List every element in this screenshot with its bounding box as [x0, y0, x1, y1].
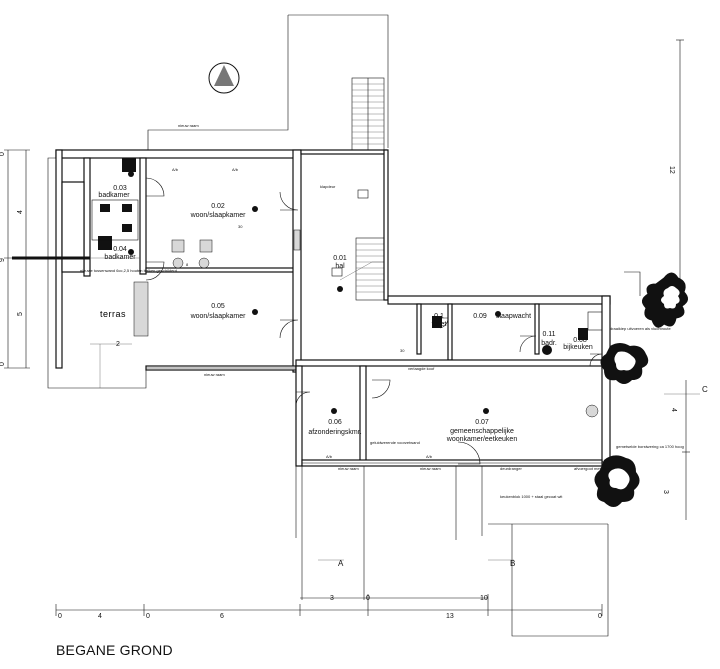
room-number-0-08: 0.08: [573, 337, 587, 344]
annotation-keukenblok: keukenblok 1000 + staal gecoat wit: [500, 494, 563, 499]
annotation-8: 8: [186, 262, 189, 267]
annotation-ab-2: A/b: [232, 167, 239, 172]
room-name-0-08: bijkeuken: [563, 344, 593, 351]
annotation-draaikiep: draaikiep uitvoeren als vluchtroute: [610, 326, 671, 331]
annotation-ab-4: A/b: [426, 454, 433, 459]
section-marker-a: A: [338, 559, 344, 568]
stair-top: [351, 77, 385, 151]
section-marker-b: B: [510, 559, 515, 568]
room-number-0-07: 0.07: [475, 419, 489, 426]
electrical-symbols: [128, 171, 501, 414]
annotation-30-1: 30: [238, 224, 243, 229]
annotation-nieuw-raam-bottom-1: nieuw raam: [338, 466, 359, 471]
room-name-0-03: badkamer: [98, 192, 130, 199]
dim-right-3: 3: [662, 490, 669, 494]
dim-right-4: 4: [670, 408, 677, 412]
room-name-0-04: badkamer: [104, 254, 136, 261]
dim-right-12: 12: [668, 166, 675, 174]
dim-left-start: 0: [0, 152, 6, 156]
room-number-0-1: 0.1: [434, 313, 444, 320]
sheet-title: BEGANE GROND: [56, 642, 173, 658]
annotation-ab-1: A/b: [172, 167, 179, 172]
annotation-nieuw-raam-bottom-2: nieuw raam: [420, 466, 441, 471]
room-number-0-05: 0.05: [211, 303, 225, 310]
dimension-lines-right: [624, 39, 690, 520]
room-number-0-11: 0.11: [542, 331, 555, 338]
dim-left-top: 4: [17, 210, 24, 214]
right-fixtures: [432, 311, 603, 418]
room-name-0-09: slaapwacht: [496, 313, 531, 320]
section-marker-c: C: [702, 385, 708, 394]
tree-icon: [594, 272, 688, 507]
annotation-deurdranger: deurdranger: [500, 466, 522, 471]
north-arrow-icon: [208, 62, 240, 94]
dim-bottom-10: 10: [480, 595, 488, 602]
bathroom-fixtures: [91, 158, 213, 269]
dim-bottom-0: 0: [58, 613, 62, 620]
dim-inner-2: 2: [116, 341, 120, 348]
context-bottom: [47, 157, 700, 637]
room-name-hal: hal: [335, 263, 345, 270]
dim-bottom-0b: 0: [146, 613, 150, 620]
room-number-0-09: 0.09: [473, 313, 487, 320]
annotation-nieuwe-tussenwand: nieuwe tussenwand 6cc,2,5 houten balken …: [80, 268, 177, 273]
room-name2-0-07: woonkamer/eetkeuken: [446, 436, 518, 443]
room-name-0-11: badr.: [541, 340, 557, 347]
annotation-geluidwerende: geluidwerende voorzetwand: [370, 440, 420, 445]
dim-bottom-0c: 0: [366, 595, 370, 602]
room-number-0-03: 0.03: [113, 185, 127, 192]
room-name-0-07: gemeenschappelijke: [450, 428, 514, 435]
room-number-0-04: 0.04: [113, 246, 127, 253]
room-name-0-05: woon/slaapkamer: [190, 313, 247, 320]
annotation-nieuw-raam-left: nieuw raam: [204, 372, 225, 377]
room-name-0-02: woon/slaapkamer: [190, 212, 247, 219]
dim-bottom-4: 4: [98, 613, 102, 620]
annotation-verlaagde-koof: verlaagde koof: [408, 366, 435, 371]
dimension-lines-bottom: [55, 594, 603, 616]
dim-left-end: 0: [0, 362, 6, 366]
dimension-lines-left: [4, 149, 140, 369]
stair-hall: [339, 237, 387, 301]
annotation-afvoergoot: afvoergoot met motor: [574, 466, 613, 471]
room-number-0-06: 0.06: [328, 419, 342, 426]
dim-bottom-13: 13: [446, 613, 454, 620]
room-number-hal: 0.01: [333, 255, 347, 262]
dim-bottom-6: 6: [220, 613, 224, 620]
doors: [145, 177, 603, 465]
room-name-0-1: toilet: [432, 321, 447, 328]
context-outline: [147, 14, 389, 150]
annotation-nieuw-raam-top: nieuw raam: [178, 123, 199, 128]
dim-bottom-end: 0: [598, 613, 602, 620]
annotation-klapdeur: klapdeur: [320, 184, 336, 189]
room-number-0-02: 0.02: [211, 203, 225, 210]
annotation-ab-3: A/b: [326, 454, 333, 459]
room-name-0-06: afzonderingskmr.: [308, 429, 361, 436]
annotation-gemetselde: gemetselde borstwering ca 1700 hoog: [616, 444, 684, 449]
dim-bottom-3: 3: [330, 595, 334, 602]
terrace-label: terras: [100, 309, 126, 319]
annotation-30-2: 30: [400, 348, 405, 353]
dim-left-bottom: 5: [17, 312, 24, 316]
dim-left-total: 9: [0, 258, 6, 262]
